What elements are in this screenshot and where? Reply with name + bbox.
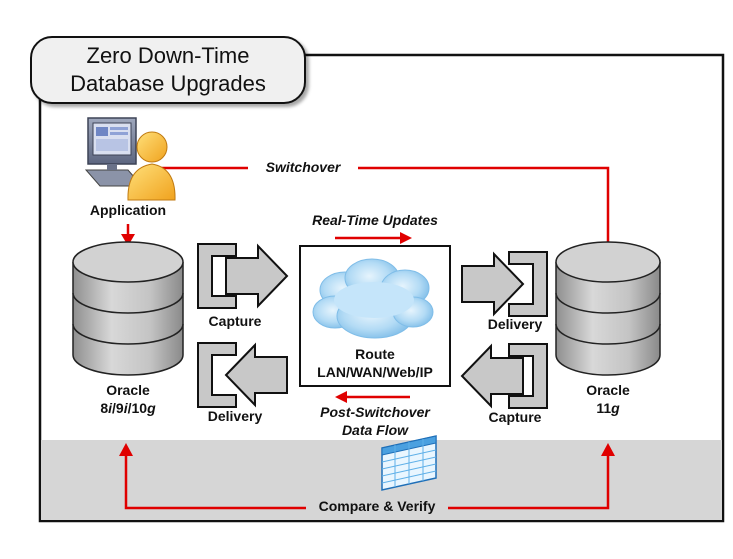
right-capture-label: Capture (488, 409, 542, 425)
source-db-version: 8i/9i/10g (100, 400, 156, 416)
route-label: Route LAN/WAN/Web/IP (300, 345, 450, 381)
route-line-1: Route (355, 346, 395, 362)
title-line-1: Zero Down-Time (86, 43, 250, 68)
compare-line-left (124, 455, 306, 510)
switchover-label: Switchover (248, 159, 358, 175)
application-computer-icon (84, 117, 144, 187)
post-switchover-line-2: Data Flow (341, 422, 409, 438)
post-switchover-line-1: Post-Switchover (320, 404, 430, 420)
left-delivery-arrow-icon (197, 342, 288, 408)
route-line-2: LAN/WAN/Web/IP (317, 364, 433, 380)
compare-arrowhead-right (601, 443, 615, 456)
spreadsheet-icon (381, 435, 437, 491)
source-db-label: Oracle 8i/9i/10g (68, 381, 188, 417)
source-db-name: Oracle (106, 382, 150, 398)
title-box: Zero Down-Time Database Upgrades (30, 36, 306, 104)
compare-arrowhead-left (119, 443, 133, 456)
title-line-2: Database Upgrades (70, 71, 266, 96)
target-database-icon (555, 241, 661, 376)
post-switchover-arrowhead (335, 391, 347, 403)
left-capture-arrow-icon (197, 243, 289, 309)
source-database-icon (72, 241, 184, 376)
right-delivery-arrow-icon (461, 251, 548, 317)
switchover-line-right (355, 166, 610, 245)
compare-verify-label: Compare & Verify (306, 498, 448, 514)
right-capture-arrow-icon (460, 343, 548, 409)
target-db-version: 11g (596, 400, 620, 416)
right-delivery-label: Delivery (487, 316, 543, 332)
app-to-db-arrowhead (121, 234, 135, 246)
post-switchover-label: Post-Switchover Data Flow (290, 403, 460, 439)
target-db-name: Oracle (586, 382, 630, 398)
realtime-arrowhead (400, 232, 412, 244)
cloud-icon (312, 258, 434, 339)
left-delivery-label: Delivery (207, 408, 263, 424)
realtime-label: Real-Time Updates (312, 212, 438, 228)
user-person-icon (127, 131, 176, 201)
left-capture-label: Capture (208, 313, 262, 329)
target-db-label: Oracle 11g (558, 381, 658, 417)
compare-line-right (448, 455, 610, 510)
application-label: Application (89, 202, 167, 218)
